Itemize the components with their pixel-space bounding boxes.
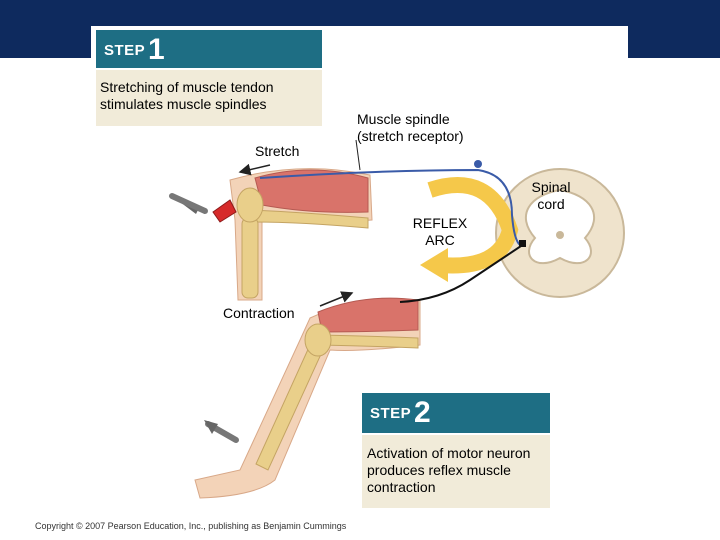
- reflex-arc-arrow: [427, 177, 519, 274]
- step1-word: STEP: [104, 42, 146, 59]
- motor-neuron-body: [519, 240, 526, 247]
- step2-caption: Activation of motor neuron produces refl…: [362, 435, 550, 508]
- reflex-arc-label: REFLEX ARC: [412, 215, 468, 248]
- step1-caption-text: Stretching of muscle tendon stimulates m…: [100, 79, 274, 112]
- sensory-ganglion: [474, 160, 482, 168]
- spinal-cord-label: Spinal cord: [531, 179, 571, 212]
- step2-header: STEP 2: [362, 393, 550, 433]
- reflex-arc-arrowhead-icon: [420, 248, 448, 282]
- step1-caption: Stretching of muscle tendon stimulates m…: [96, 70, 322, 126]
- step2-caption-text: Activation of motor neuron produces refl…: [367, 445, 531, 495]
- knee-bone: [236, 187, 264, 223]
- tibia-bone: [241, 217, 259, 299]
- step2-word: STEP: [370, 405, 412, 422]
- step2-number: 2: [414, 396, 431, 429]
- copyright-text: Copyright © 2007 Pearson Education, Inc.…: [35, 521, 347, 531]
- upper-leg-diagram: [169, 168, 373, 301]
- lower-knee-bone: [304, 323, 332, 357]
- spinal-cord-diagram: [495, 168, 625, 298]
- stretch-label: Stretch: [255, 143, 300, 159]
- kick-motion-arrow-icon: [204, 420, 218, 434]
- step1-header: STEP 1: [96, 30, 322, 68]
- sensory-neuron: [259, 168, 521, 246]
- stretch-arrow: [238, 163, 271, 176]
- spindle-leader-line: [355, 139, 361, 171]
- lower-leg-diagram: [194, 297, 421, 499]
- step1-number: 1: [148, 33, 165, 66]
- motor-neuron: [399, 243, 525, 303]
- reflex-hammer-icon: [212, 199, 237, 223]
- contraction-arrow: [319, 291, 354, 307]
- muscle-spindle-label: Muscle spindle (stretch receptor): [357, 111, 464, 144]
- contraction-label: Contraction: [223, 305, 295, 321]
